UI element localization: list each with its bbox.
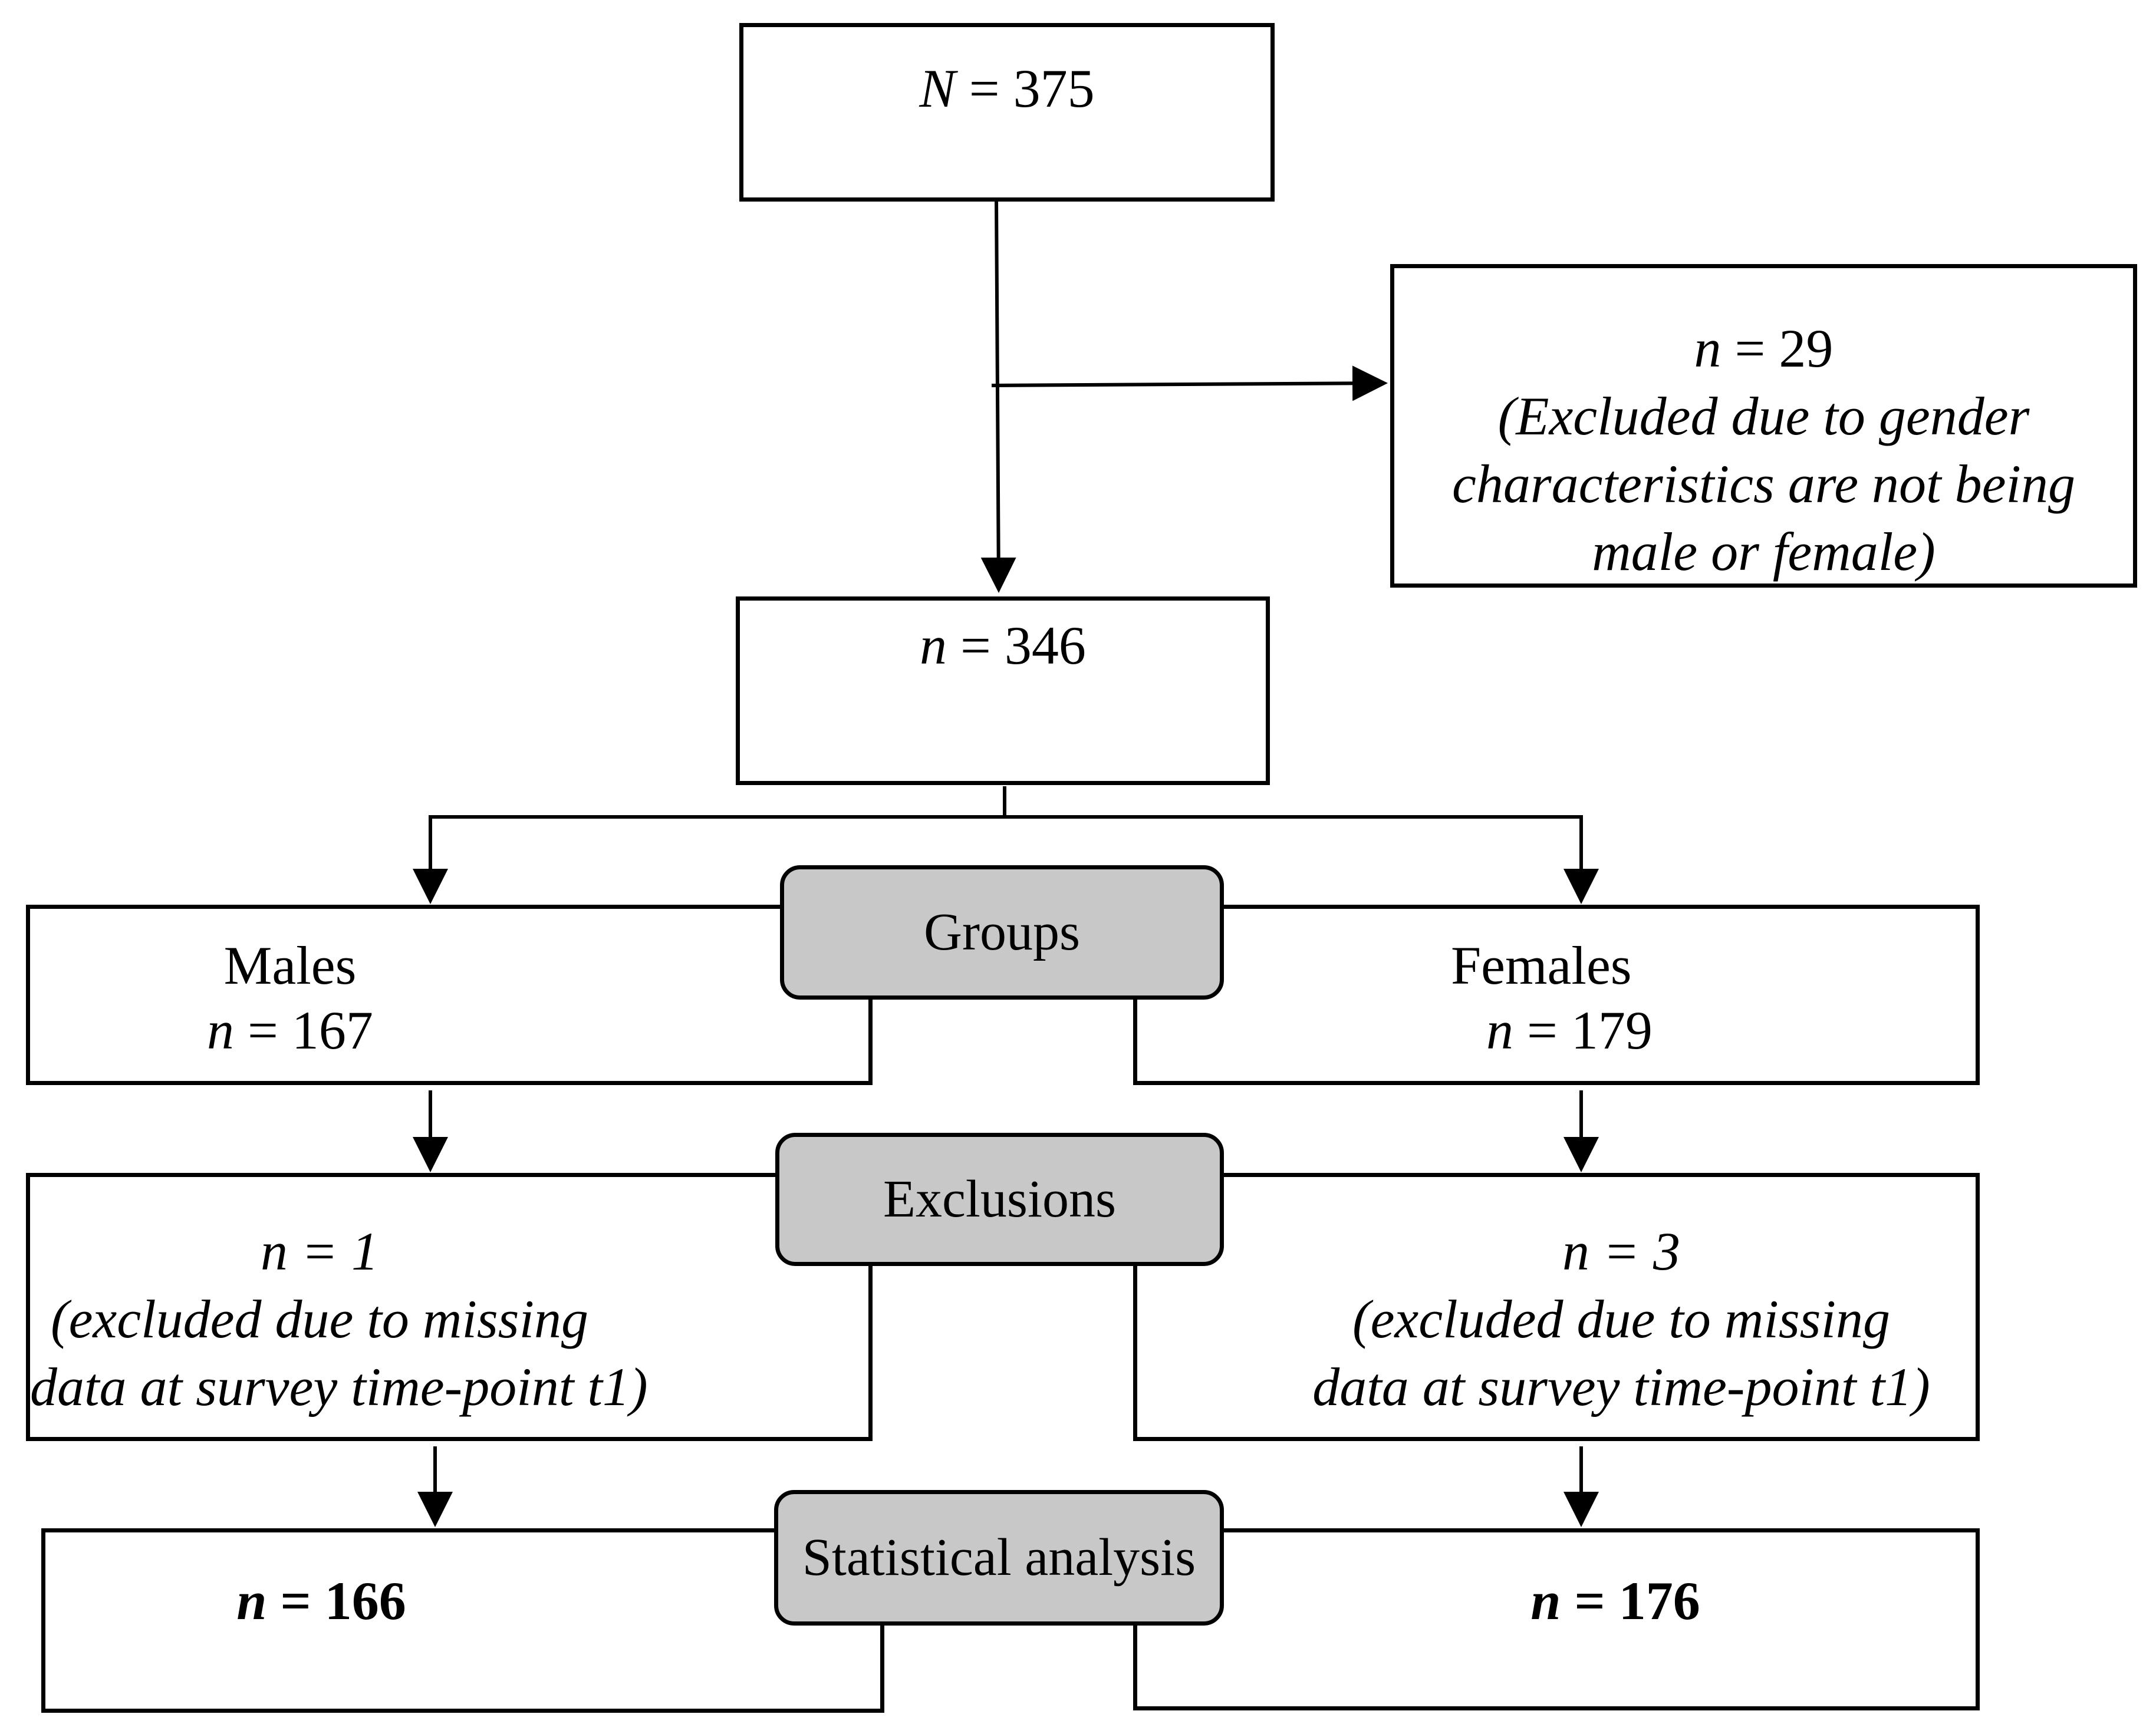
exclusions-stage-label: Exclusions (775, 1133, 1224, 1266)
males-exclusion-value: = 1 (287, 1221, 379, 1281)
males-value: = 167 (234, 1000, 373, 1060)
females-final-var: n (1530, 1571, 1561, 1631)
males-var: n (207, 1000, 235, 1060)
groups-stage-label: Groups (780, 865, 1224, 1000)
gender-exclusion-box: n = 29 (Excluded due to gender character… (1390, 264, 2137, 588)
females-var: n (1486, 1000, 1513, 1060)
gender-exclusion-reason-1: (Excluded due to gender (1497, 386, 2030, 446)
total-value: = 375 (955, 58, 1095, 118)
females-exclusion-box: n = 3 (excluded due to missing data at s… (1133, 1173, 1980, 1441)
arrow-total-to-remaining (980, 197, 1016, 593)
males-final-value: = 166 (266, 1571, 406, 1631)
males-final-var: n (236, 1571, 267, 1631)
males-exclusion-reason-2: data at survey time-point t1) (30, 1357, 648, 1417)
gender-exclusion-var: n (1694, 318, 1721, 378)
remaining-value: = 346 (947, 615, 1086, 675)
gender-exclusion-reason-3: male or female) (1592, 522, 1936, 582)
females-value: = 179 (1513, 1000, 1653, 1060)
males-exclusion-reason-1: (excluded due to missing (50, 1289, 589, 1349)
females-title: Females (1451, 935, 1632, 995)
males-final-box: n = 166 (41, 1528, 884, 1713)
males-box: Males n = 167 (26, 905, 873, 1085)
females-exclusion-reason-1: (excluded due to missing (1352, 1289, 1891, 1349)
total-box: N = 375 (739, 23, 1275, 202)
males-exclusion-box: n = 1 (excluded due to missing data at s… (26, 1173, 873, 1441)
arrow-to-gender-exclusion (991, 365, 1388, 401)
gender-exclusion-reason-2: characteristics are not being (1452, 454, 2075, 514)
statistical-analysis-stage-label: Statistical analysis (774, 1490, 1224, 1626)
females-final-value: = 176 (1561, 1571, 1700, 1631)
remaining-var: n (920, 615, 947, 675)
females-exclusion-value: = 3 (1589, 1221, 1681, 1281)
males-title: Males (223, 935, 357, 995)
females-exclusion-var: n (1562, 1221, 1589, 1281)
females-final-box: n = 176 (1133, 1528, 1980, 1710)
females-box: Females n = 179 (1133, 905, 1980, 1085)
remaining-box: n = 346 (736, 596, 1270, 785)
total-var: N (919, 58, 956, 118)
females-exclusion-reason-2: data at survey time-point t1) (1312, 1357, 1930, 1417)
gender-exclusion-value: = 29 (1721, 318, 1834, 378)
males-exclusion-var: n (260, 1221, 288, 1281)
